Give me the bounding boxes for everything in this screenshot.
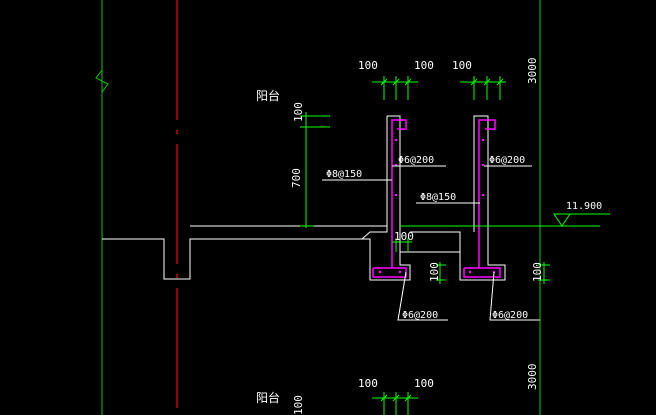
slab-outline-left (102, 116, 388, 280)
dim-top-c: 100 (452, 59, 472, 72)
slab-under-right (410, 115, 506, 281)
rebar-label-8-150-a: Φ8@150 (326, 169, 362, 180)
rebar-label-8-150-b: Φ8@150 (420, 192, 456, 203)
rebar-label-6-200-a: Φ6@200 (398, 155, 434, 166)
dim-ticks (380, 78, 504, 402)
dim-100-left: 100 (292, 102, 305, 122)
rebar-sill-right (463, 267, 501, 278)
rebar-sill-left (372, 267, 407, 278)
rebar-parapet-right (478, 119, 496, 268)
dim-100-bot-left: 100 (292, 395, 305, 415)
room-label-bottom: 阳台 (256, 390, 280, 405)
dim-100-small-a: 100 (428, 262, 441, 282)
break-symbol (95, 69, 109, 93)
dim-bot-a: 100 (358, 377, 378, 390)
rebar-label-6-200-d: Φ6@200 (492, 310, 528, 321)
dim-top-b: 100 (414, 59, 434, 72)
elevation-value: 11.900 (566, 201, 602, 212)
dim-lines-green (300, 76, 600, 415)
dim-100-small-b: 100 (531, 262, 544, 282)
dim-3000-bot: 3000 (526, 364, 539, 391)
rebar-label-6-200-b: Φ6@200 (489, 155, 525, 166)
rebar-parapet-left (391, 119, 407, 268)
rebar-dots (378, 138, 496, 274)
dim-100-mid: 100 (394, 230, 414, 243)
room-label-top: 阳台 (256, 88, 280, 103)
dim-top-a: 100 (358, 59, 378, 72)
dim-bot-b: 100 (414, 377, 434, 390)
slab-under-left (362, 115, 411, 281)
leader-lines (322, 165, 540, 321)
elevation-triangle-icon (553, 213, 571, 227)
rebar-label-6-200-c: Φ6@200 (402, 310, 438, 321)
dim-3000-top: 3000 (526, 58, 539, 85)
dim-700: 700 (290, 168, 303, 188)
